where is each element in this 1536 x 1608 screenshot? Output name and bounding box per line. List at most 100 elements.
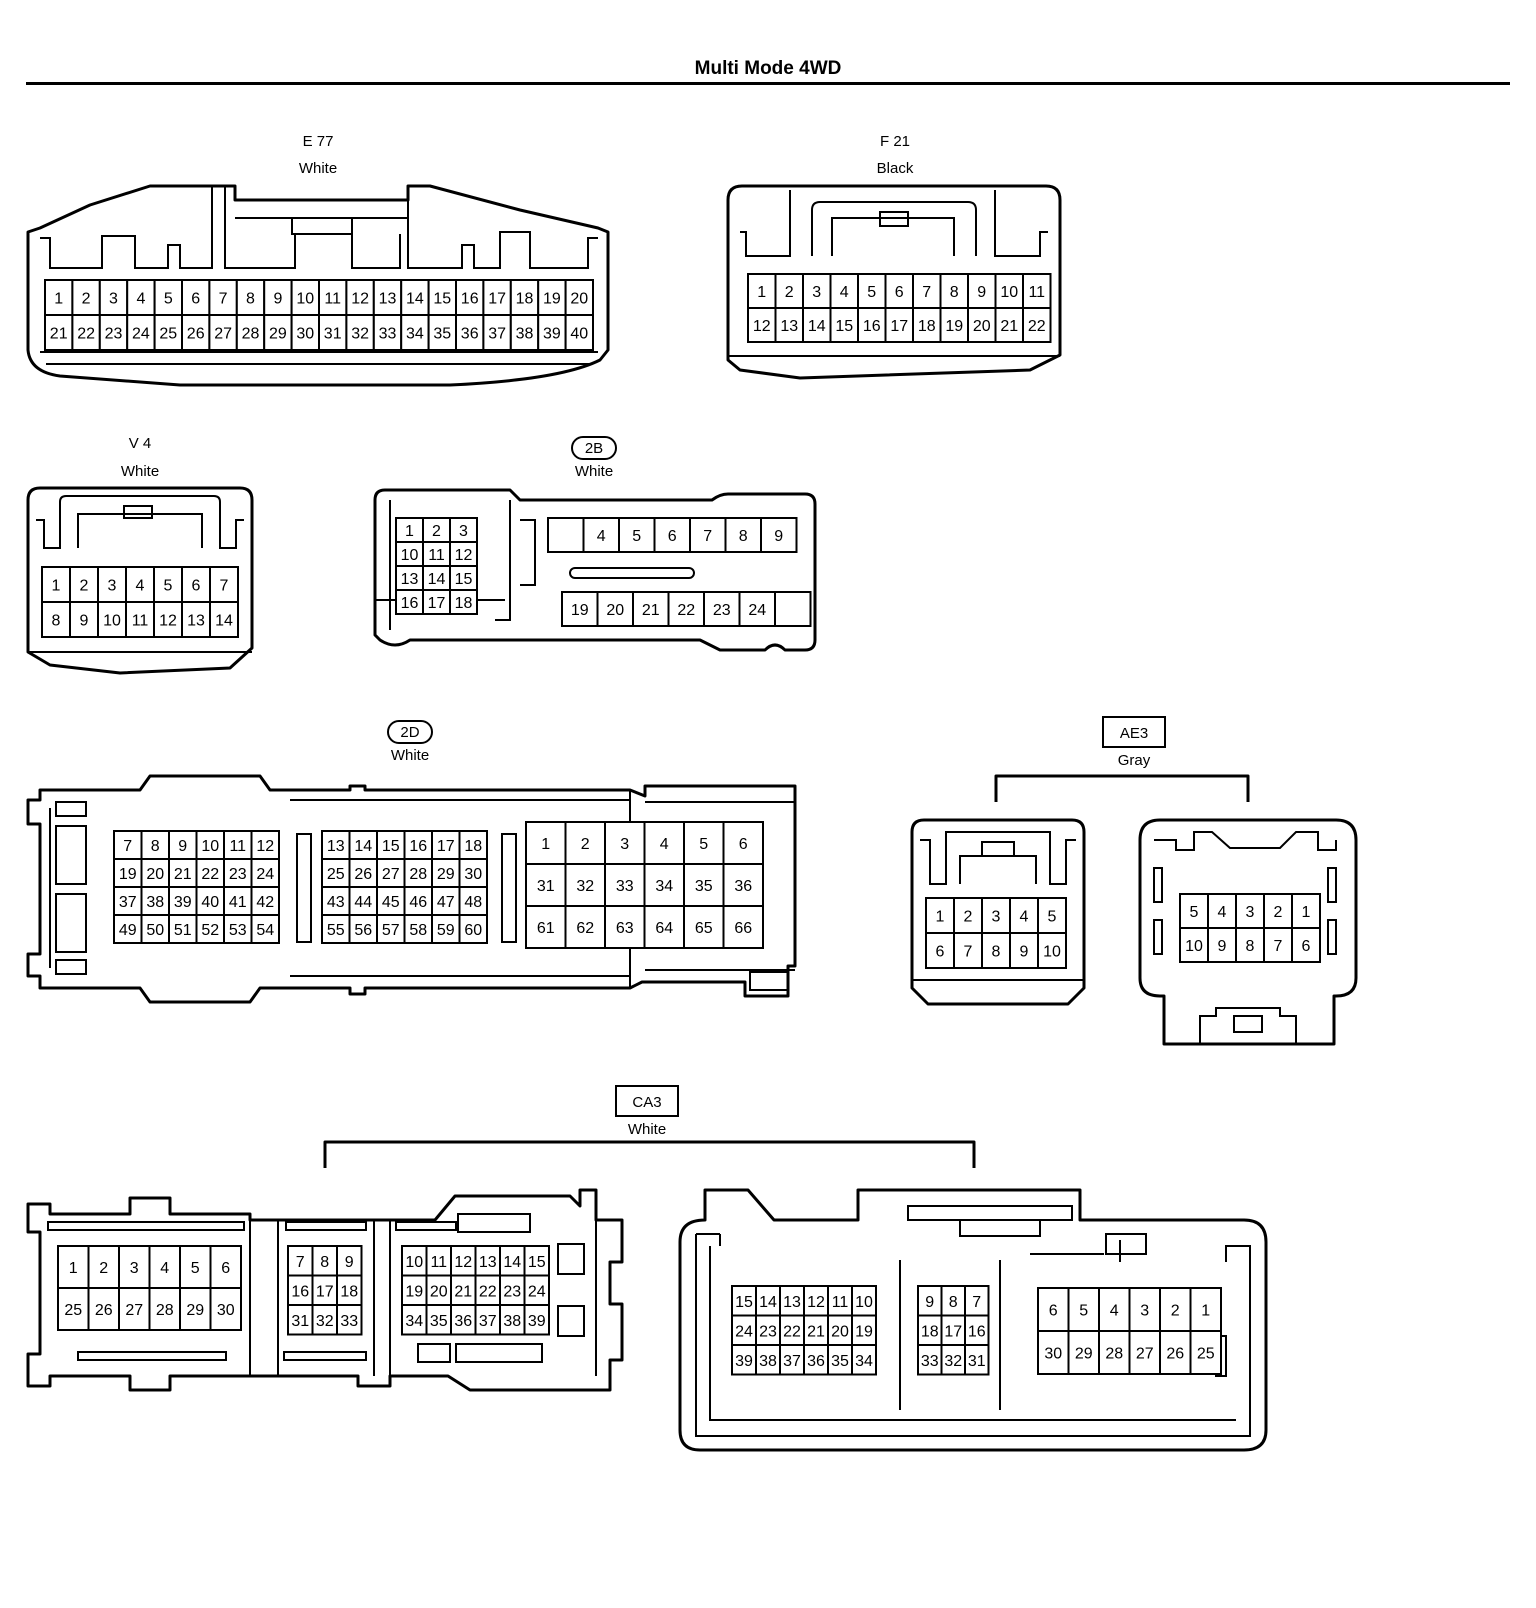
housing-2D-window-2 <box>55 893 87 953</box>
connector-code-F21: F 21 <box>880 133 910 150</box>
pin-label-2B: 4 <box>597 528 606 545</box>
pin-label-F21: 3 <box>812 284 821 301</box>
pin-label-2B: 24 <box>748 602 766 619</box>
pin-label-CA3: 39 <box>735 1353 753 1370</box>
pin-cell-AE3 <box>1179 893 1209 929</box>
pin-label-2D: 31 <box>537 878 555 895</box>
pin-label-2B: 5 <box>632 528 641 545</box>
pin-cell-2D <box>722 863 764 907</box>
housing-E77-latch <box>291 217 353 235</box>
pin-cell-CA3 <box>851 1285 877 1317</box>
pin-label-2D: 37 <box>119 894 137 911</box>
pin-label-2D: 40 <box>201 894 219 911</box>
pin-cell-V4 <box>97 601 127 638</box>
pin-label-2B: 19 <box>571 602 589 619</box>
pin-cell-2D <box>604 905 646 949</box>
pin-label-2D: 66 <box>734 920 752 937</box>
pin-label-CA3: 38 <box>759 1353 777 1370</box>
pin-label-E77: 11 <box>324 291 341 308</box>
pin-cell-E77 <box>208 279 238 316</box>
pin-label-V4: 3 <box>108 578 117 595</box>
pin-label-E77: 33 <box>379 326 397 343</box>
pin-label-CA3: 8 <box>320 1254 329 1271</box>
housing-AE3-right-latch <box>1233 1015 1263 1033</box>
connector-color-F21: Black <box>877 160 914 177</box>
pin-label-2B: 22 <box>677 602 695 619</box>
pin-label-CA3: 5 <box>1079 1303 1088 1320</box>
pin-label-2D: 12 <box>256 838 274 855</box>
pin-label-2D: 25 <box>327 866 345 883</box>
pin-label-2D: 38 <box>146 894 164 911</box>
housing-F21 <box>726 184 1062 380</box>
connector-code-2D-oval <box>387 720 433 744</box>
pin-label-AE3: 7 <box>964 944 973 961</box>
pin-label-2D: 7 <box>123 838 132 855</box>
pin-label-E77: 2 <box>82 291 91 308</box>
pin-label-F21: 22 <box>1028 318 1046 335</box>
pin-label-E77: 16 <box>461 291 479 308</box>
pin-label-2D: 28 <box>409 866 427 883</box>
pin-label-V4: 4 <box>136 578 145 595</box>
pin-cell-2D <box>643 863 685 907</box>
pin-label-CA3: 27 <box>125 1302 143 1319</box>
pin-label-CA3: 35 <box>430 1313 448 1330</box>
pin-label-2D: 64 <box>655 920 673 937</box>
pin-label-2D: 11 <box>229 838 246 855</box>
pin-cell-2D <box>113 886 143 916</box>
pin-label-CA3: 37 <box>479 1313 497 1330</box>
pin-cell-F21 <box>1022 307 1052 343</box>
pin-cell-F21 <box>912 307 942 343</box>
pin-label-E77: 6 <box>191 291 200 308</box>
pin-label-E77: 21 <box>50 326 68 343</box>
pin-label-E77: 12 <box>351 291 369 308</box>
pin-label-2D: 58 <box>409 922 427 939</box>
pin-cell-2D <box>458 914 488 944</box>
pin-cell-AE3 <box>981 897 1011 934</box>
pin-label-F21: 18 <box>918 318 936 335</box>
pin-label-CA3: 36 <box>454 1313 472 1330</box>
pin-cell-E77 <box>427 314 458 351</box>
pin-cell-V4 <box>209 566 239 603</box>
pin-cell-AE3 <box>925 897 955 934</box>
pin-label-2D: 61 <box>537 920 555 937</box>
pin-label-E77: 25 <box>159 326 177 343</box>
pin-label-CA3: 27 <box>1136 1346 1154 1363</box>
pin-cell-2D <box>168 914 198 944</box>
pin-cell-V4 <box>125 566 155 603</box>
pin-label-CA3: 10 <box>855 1294 873 1311</box>
pin-label-2D: 9 <box>178 838 187 855</box>
pin-label-F21: 11 <box>1028 284 1045 301</box>
pin-label-E77: 5 <box>164 291 173 308</box>
pin-label-2D: 48 <box>464 894 482 911</box>
pin-label-E77: 40 <box>570 326 588 343</box>
pin-label-CA3: 31 <box>291 1313 309 1330</box>
pin-label-AE3: 6 <box>936 944 945 961</box>
pin-label-V4: 12 <box>159 613 177 630</box>
housing-V4-latch <box>123 505 153 519</box>
connector-code-E77: E 77 <box>303 133 334 150</box>
pin-label-2D: 33 <box>616 878 634 895</box>
pin-label-AE3: 8 <box>992 944 1001 961</box>
pin-cell-CA3 <box>401 1304 428 1336</box>
housing-2D-tab-bottom <box>55 959 87 975</box>
pin-label-CA3: 33 <box>921 1353 939 1370</box>
housing-CA3-left-inner <box>249 1220 597 1376</box>
pin-label-2D: 20 <box>146 866 164 883</box>
pin-label-2B: 17 <box>428 595 446 612</box>
pin-cell-2D <box>376 914 406 944</box>
pin-cell-V4 <box>69 601 99 638</box>
pin-label-2B: 7 <box>703 528 712 545</box>
pin-label-E77: 38 <box>516 326 534 343</box>
pin-label-2B: 11 <box>428 547 445 564</box>
pin-cell-2D <box>321 858 351 888</box>
pin-label-CA3: 3 <box>130 1260 139 1277</box>
pin-label-2D: 62 <box>576 920 594 937</box>
pin-label-CA3: 9 <box>345 1254 354 1271</box>
